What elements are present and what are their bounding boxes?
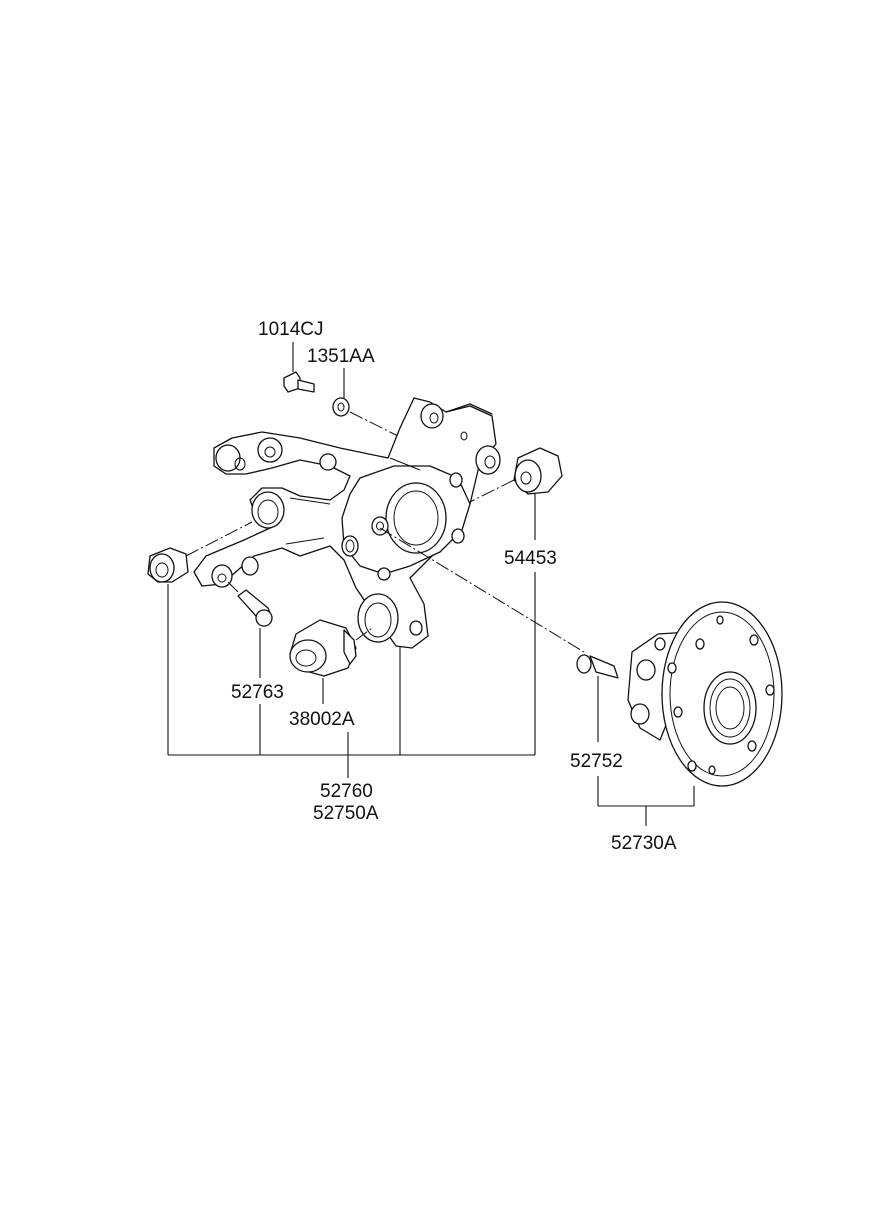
knuckle-assembly-part <box>193 397 501 649</box>
label-38002a: 38002A <box>289 709 355 730</box>
label-52760: 52760 <box>320 781 373 802</box>
label-52750a: 52750A <box>313 803 379 824</box>
bushing-left-part <box>147 521 253 583</box>
hub-52730a-part <box>627 601 783 787</box>
label-1351aa: 1351AA <box>307 346 375 367</box>
bolt-1014cj-part <box>283 342 315 393</box>
stud-52752-part <box>379 527 619 742</box>
label-1014cj: 1014CJ <box>258 319 324 340</box>
label-52752: 52752 <box>570 751 623 772</box>
pin-52763-part <box>227 581 273 627</box>
label-52730a: 52730A <box>611 833 677 854</box>
bushing-54453-part <box>469 447 563 503</box>
bushing-38002a-part <box>289 619 373 677</box>
leader-lines <box>167 494 695 826</box>
label-52763: 52763 <box>231 682 284 703</box>
label-54453: 54453 <box>504 548 557 569</box>
washer-1351aa-part <box>332 368 399 437</box>
